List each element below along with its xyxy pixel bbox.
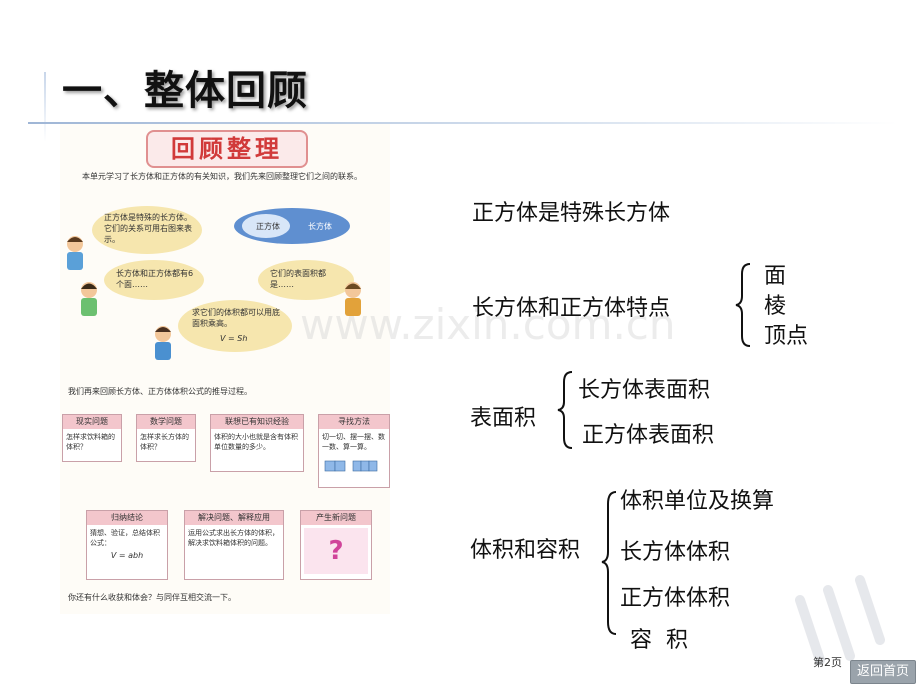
- flow-box-method: 寻找方法 切一切、摆一摆、数一数、算一算。: [318, 414, 390, 488]
- flow-box-conclude: 归纳结论 猜想、验证，总结体积公式： V = abh: [86, 510, 168, 580]
- formula-sh: V = Sh: [220, 334, 248, 343]
- watermark: www.zixin.com.cn: [300, 300, 676, 349]
- volume-cube: 正方体体积: [620, 586, 731, 611]
- venn-inner-label: 正方体: [256, 222, 280, 231]
- surface-cuboid: 长方体表面积: [578, 378, 711, 403]
- venn-diagram: [232, 206, 352, 246]
- flow-box-apply: 解决问题、解释应用 运用公式求出长方体的体积，解决求饮料箱体积的问题。: [184, 510, 284, 580]
- speech-bubble-2-text: 长方体和正方体都有6个面……: [116, 269, 194, 289]
- brace-volume: [601, 491, 617, 635]
- speech-bubble-3-text: 它们的表面积都是……: [270, 269, 326, 289]
- question-mark: ?: [304, 528, 368, 574]
- surface-cube: 正方体表面积: [582, 423, 715, 448]
- outline-item-cube-special: 正方体是特殊长方体: [472, 201, 671, 226]
- volume-capacity: 容 积: [630, 628, 688, 653]
- textbook-image: 回顾整理 本单元学习了长方体和正方体的有关知识，我们先来回顾整理它们之间的联系。…: [60, 124, 390, 614]
- feature-face: 面: [764, 264, 787, 289]
- child-figure-2: [76, 280, 102, 320]
- closing-text: 你还有什么收获和体会？与同伴互相交流一下。: [68, 593, 236, 602]
- outline-item-volume: 体积和容积: [470, 538, 581, 563]
- speech-bubble-4: [178, 300, 292, 352]
- page-title: 一、整体回顾: [62, 68, 308, 114]
- page-number: 第2页: [813, 656, 842, 669]
- speech-bubble-4-text: 求它们的体积都可以用底面积乘高。: [192, 308, 280, 328]
- child-figure-1: [62, 234, 88, 274]
- flow-box-realistic: 现实问题 怎样求饮料箱的体积？: [62, 414, 122, 462]
- venn-outer-label: 长方体: [308, 222, 332, 231]
- feature-vertex: 顶点: [764, 324, 809, 349]
- flow-box-math: 数学问题 怎样求长方体的体积？: [136, 414, 196, 462]
- title-accent-vertical: [44, 72, 46, 142]
- textbook-heading: 回顾整理: [146, 130, 308, 168]
- cube-blocks-icon: [324, 460, 378, 472]
- child-figure-4: [150, 324, 176, 364]
- volume-cuboid: 长方体体积: [620, 540, 731, 565]
- flow-box-recall: 联想已有知识经验 体积的大小也就是含有体积单位数量的多少。: [210, 414, 304, 472]
- outline-item-surface-area: 表面积: [470, 406, 537, 431]
- textbook-intro: 本单元学习了长方体和正方体的有关知识，我们先来回顾整理它们之间的联系。: [82, 172, 362, 181]
- title-underline: [28, 122, 898, 124]
- formula-abh: V = abh: [110, 551, 144, 560]
- brace-surface-area: [557, 371, 573, 449]
- speech-bubble-1: [92, 206, 202, 254]
- outline-item-features: 长方体和正方体特点: [472, 296, 671, 321]
- corner-decoration: [795, 575, 885, 665]
- speech-bubble-3: [258, 260, 354, 300]
- flow-box-new-question: 产生新问题 ?: [300, 510, 372, 580]
- feature-edge: 棱: [764, 294, 787, 319]
- flow-intro: 我们再来回顾长方体、正方体体积公式的推导过程。: [68, 387, 252, 396]
- brace-features: [735, 263, 751, 347]
- volume-units: 体积单位及换算: [620, 489, 775, 514]
- child-figure-3: [340, 280, 366, 320]
- speech-bubble-1-text: 正方体是特殊的长方体。它们的关系可用右图来表示。: [104, 213, 192, 244]
- speech-bubble-2: [104, 260, 204, 300]
- back-home-button[interactable]: 返回首页: [850, 660, 916, 684]
